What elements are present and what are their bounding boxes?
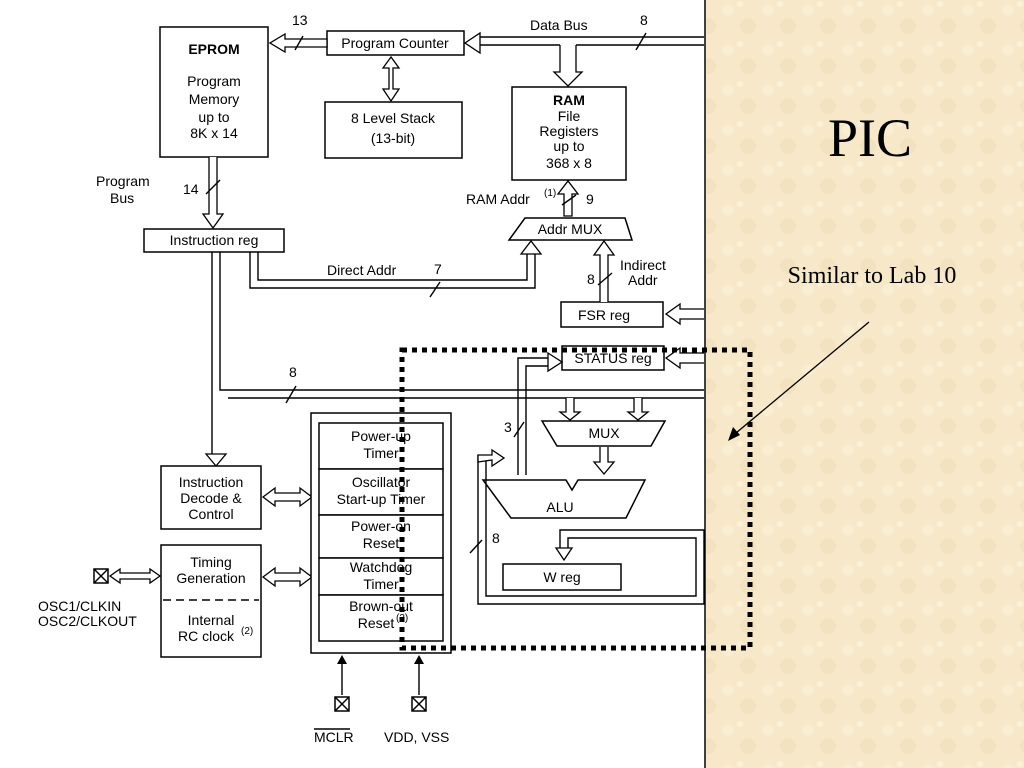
mclr-pin: MCLR	[314, 655, 354, 745]
svg-text:Timer: Timer	[363, 576, 399, 592]
svg-text:Control: Control	[188, 506, 233, 522]
pc-stack-arrow	[381, 55, 401, 103]
ram-addr-label: RAM Addr	[466, 191, 530, 207]
svg-text:STATUS reg: STATUS reg	[574, 350, 651, 366]
timers-block: Power-up Timer Oscillator Start-up Timer…	[318, 422, 444, 642]
svg-text:8: 8	[492, 530, 500, 546]
svg-text:(13-bit): (13-bit)	[371, 130, 415, 146]
program-bus-label: Program	[96, 173, 150, 189]
svg-text:OSC2/CLKOUT: OSC2/CLKOUT	[38, 613, 137, 629]
indirect-addr-label: Indirect	[620, 257, 666, 273]
svg-text:8 Level Stack: 8 Level Stack	[351, 110, 436, 126]
svg-text:(2): (2)	[241, 626, 253, 637]
addr-mux-block: Addr MUX	[507, 217, 634, 241]
w-reg-block: W reg	[502, 563, 622, 591]
fsr-to-addrmux-arrow	[592, 239, 616, 302]
mux-block: MUX	[540, 420, 667, 447]
svg-text:8: 8	[587, 271, 595, 287]
svg-text:8: 8	[289, 364, 297, 380]
svg-text:ALU: ALU	[546, 499, 573, 515]
pc-width-label: 13	[292, 12, 308, 28]
svg-text:Program: Program	[187, 73, 241, 89]
svg-text:Reset: Reset	[358, 615, 395, 631]
timing-block: Timing Generation Internal RC clock (2)	[160, 544, 262, 658]
data-bus-line	[480, 36, 704, 46]
svg-text:14: 14	[183, 181, 199, 197]
parchment-panel	[706, 0, 1024, 768]
svg-text:Memory: Memory	[189, 91, 240, 107]
internal-bus-line	[211, 252, 704, 454]
svg-text:Addr MUX: Addr MUX	[538, 221, 603, 237]
ir-to-decode-arrow	[204, 453, 228, 468]
svg-text:Power-up: Power-up	[351, 428, 411, 444]
svg-text:Generation: Generation	[176, 570, 245, 586]
ram-block: RAM File Registers up to 368 x 8	[511, 86, 627, 181]
svg-text:FSR reg: FSR reg	[578, 307, 630, 323]
svg-text:MUX: MUX	[588, 425, 620, 441]
svg-text:up to: up to	[198, 109, 229, 125]
svg-text:3: 3	[504, 419, 512, 435]
svg-text:Reset: Reset	[363, 535, 400, 551]
svg-text:VDD, VSS: VDD, VSS	[384, 729, 449, 745]
svg-text:(1): (1)	[544, 188, 556, 199]
svg-text:368 x 8: 368 x 8	[546, 155, 592, 171]
svg-text:RAM: RAM	[553, 92, 585, 108]
svg-text:Instruction: Instruction	[179, 474, 244, 490]
vdd-pin: VDD, VSS	[384, 655, 449, 745]
svg-text:Internal: Internal	[188, 612, 235, 628]
svg-text:RC clock: RC clock	[178, 628, 235, 644]
svg-text:Instruction reg: Instruction reg	[170, 232, 259, 248]
svg-text:7: 7	[434, 261, 442, 277]
databus-to-ram-arrow	[552, 45, 584, 87]
addrmux-to-ram-arrow	[556, 179, 580, 217]
instruction-reg-block: Instruction reg	[143, 228, 285, 253]
svg-text:Addr: Addr	[628, 272, 658, 288]
svg-text:Decode &: Decode &	[180, 490, 242, 506]
stack-block: 8 Level Stack (13-bit)	[324, 101, 463, 159]
slide-note: Similar to Lab 10	[788, 263, 957, 289]
svg-text:Timing: Timing	[190, 554, 232, 570]
svg-text:Brown-out: Brown-out	[349, 598, 413, 614]
fsr-reg-block: FSR reg	[560, 301, 664, 328]
decode-block: Instruction Decode & Control	[160, 465, 262, 530]
osc-pin: OSC1/CLKIN OSC2/CLKOUT	[38, 567, 162, 629]
direct-addr-label: Direct Addr	[327, 262, 397, 278]
svg-text:Timer: Timer	[363, 445, 399, 461]
highlight-region	[399, 347, 753, 651]
svg-text:Program Counter: Program Counter	[341, 35, 449, 51]
alu-block: ALU	[481, 479, 647, 519]
program-counter-block: Program Counter	[326, 30, 465, 56]
svg-text:Start-up Timer: Start-up Timer	[337, 491, 426, 507]
svg-text:MCLR: MCLR	[314, 729, 354, 745]
svg-text:Watchdog: Watchdog	[350, 559, 413, 575]
svg-text:Power-on: Power-on	[351, 518, 411, 534]
svg-text:Oscillator: Oscillator	[352, 474, 411, 490]
direct-addr-line	[249, 252, 536, 289]
svg-text:Bus: Bus	[110, 190, 134, 206]
eprom-to-ir-arrow	[201, 157, 225, 230]
svg-text:W reg: W reg	[543, 569, 580, 585]
svg-text:up to: up to	[553, 138, 584, 154]
pointer-arrow	[728, 321, 870, 441]
svg-text:9: 9	[586, 191, 594, 207]
eprom-title: EPROM	[188, 41, 239, 57]
svg-text:File: File	[558, 108, 581, 124]
svg-text:OSC1/CLKIN: OSC1/CLKIN	[38, 598, 121, 614]
data-bus-width: 8	[640, 12, 648, 28]
svg-text:Registers: Registers	[539, 123, 598, 139]
svg-text:8K x 14: 8K x 14	[190, 125, 238, 141]
eprom-block: EPROM Program Memory up to 8K x 14	[159, 26, 269, 158]
slide-title: PIC	[828, 108, 912, 168]
data-bus-label: Data Bus	[530, 17, 588, 33]
databus-to-pc-arrow	[463, 31, 481, 55]
